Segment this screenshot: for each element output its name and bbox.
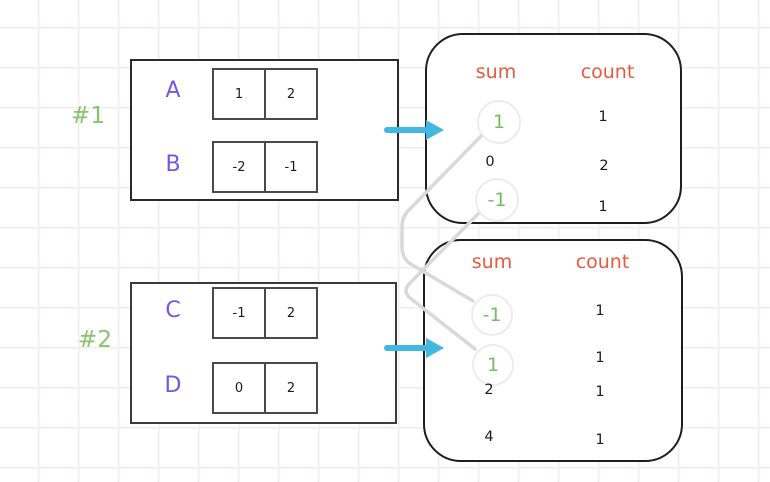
sum-value: 4	[484, 429, 494, 445]
array-cell: 0	[212, 362, 266, 414]
right-arrow-icon	[384, 338, 444, 358]
array-d-label: D	[164, 373, 182, 398]
array-c-cells: -1 2	[212, 287, 318, 339]
count-value: 1	[595, 303, 605, 319]
count-header: count	[580, 61, 635, 83]
example2-label: #2	[78, 327, 112, 353]
sum-value: 2	[484, 382, 494, 398]
highlighted-sum-value: 1	[477, 100, 521, 144]
connector-sum-1-to-sum1	[404, 210, 482, 351]
sum-value: 1	[486, 354, 500, 376]
connector-sum1-to-sum-1	[400, 133, 484, 303]
array-cell: 1	[212, 68, 266, 120]
array-c-label: C	[165, 298, 181, 323]
array-b-cells: -2 -1	[212, 141, 318, 193]
example1-result-box	[425, 33, 682, 224]
highlighted-sum-value: -1	[475, 178, 519, 222]
count-value: 2	[599, 158, 609, 174]
array-cell: 2	[264, 362, 318, 414]
array-cell: 2	[264, 68, 318, 120]
count-value: 1	[595, 384, 605, 400]
sum-header: sum	[471, 251, 513, 273]
array-cell: -1	[264, 141, 318, 193]
count-header: count	[575, 251, 630, 273]
array-cell: -2	[212, 141, 266, 193]
right-arrow-icon	[384, 120, 444, 140]
count-value: 1	[598, 109, 608, 125]
array-d-cells: 0 2	[212, 362, 318, 414]
example2-result-box	[423, 239, 683, 462]
sum-value: -1	[482, 304, 502, 326]
count-value: 1	[595, 350, 605, 366]
array-cell: -1	[212, 287, 266, 339]
highlighted-sum-value: -1	[471, 294, 513, 336]
count-value: 1	[598, 199, 608, 215]
array-a-cells: 1 2	[212, 68, 318, 120]
sum-value: 1	[492, 111, 506, 133]
count-value: 1	[595, 432, 605, 448]
array-b-label: B	[165, 152, 181, 177]
array-cell: 2	[264, 287, 318, 339]
array-a-label: A	[165, 78, 181, 103]
sum-header: sum	[475, 61, 517, 83]
sum-value: 0	[485, 154, 495, 170]
highlighted-sum-value: 1	[472, 344, 514, 386]
sum-value: -1	[487, 189, 507, 211]
example1-label: #1	[71, 103, 105, 129]
